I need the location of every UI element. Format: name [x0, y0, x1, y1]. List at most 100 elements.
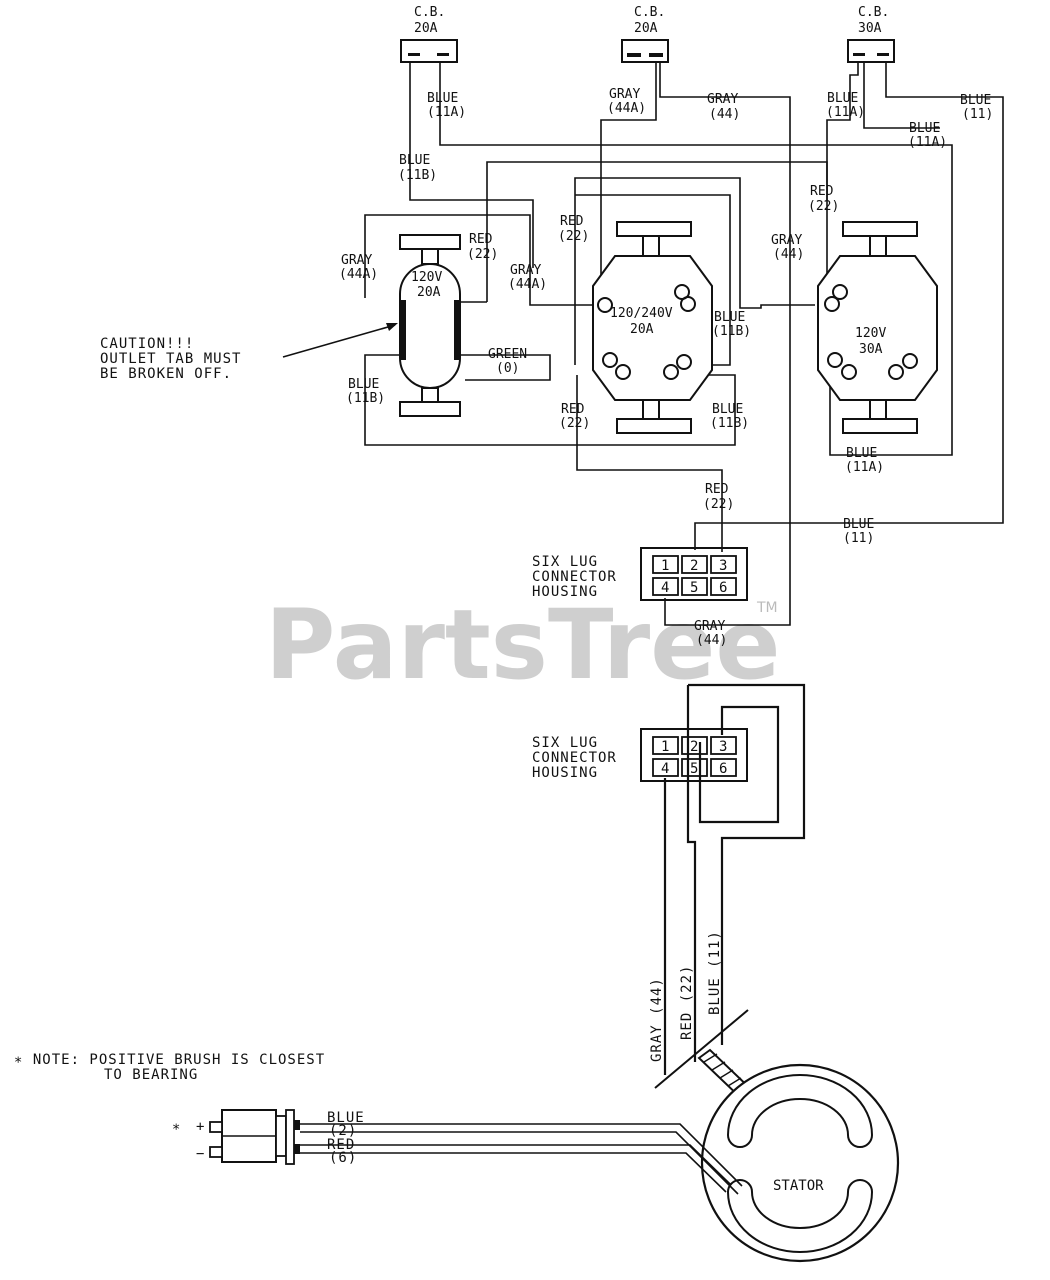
cb1-rating: 20A — [414, 21, 438, 36]
lug-number: 6 — [719, 761, 728, 777]
watermark-tm: TM — [756, 600, 778, 616]
stator: STATOR — [700, 1063, 900, 1263]
connector-upper-line-3: HOUSING — [532, 584, 598, 600]
wire-label-code: (11A) — [845, 460, 884, 475]
twist120-volts: 120V — [855, 326, 886, 341]
wire-label-code: (22) — [703, 497, 734, 512]
wire-label-color: BLUE — [846, 446, 877, 461]
watermark: PartsTree TM — [265, 589, 780, 701]
wire-label-code: (22) — [467, 247, 498, 262]
circuit-breaker-3: C.B. 30A — [847, 5, 895, 63]
wire-label-color: GRAY — [707, 92, 738, 107]
caution-line-1: CAUTION!!! — [100, 336, 194, 352]
connector-upper-line-1: SIX LUG — [532, 554, 598, 570]
wire-label-code: (44) — [696, 633, 727, 648]
wire-label-code: (11A) — [826, 105, 865, 120]
duplex-outlet: 120V 20A — [399, 234, 461, 417]
cb2-rating: 20A — [634, 21, 658, 36]
wire-label-color: RED — [560, 214, 584, 229]
wire-label-code: (22) — [808, 199, 839, 214]
wire-label-color: GRAY — [694, 619, 725, 634]
wire-label-color: BLUE — [399, 153, 430, 168]
cb2-label: C.B. — [634, 5, 665, 20]
wire-label-color: BLUE — [843, 517, 874, 532]
lug-number: 4 — [661, 761, 670, 777]
lug-number: 2 — [690, 739, 699, 755]
wire-label-color: RED — [561, 402, 585, 417]
connector-lower-line-1: SIX LUG — [532, 735, 598, 751]
wire-label-code: (44A) — [607, 101, 646, 116]
twist120-amps: 30A — [859, 342, 883, 357]
cb1-label: C.B. — [414, 5, 445, 20]
wire-label-color: BLUE — [427, 91, 458, 106]
wire-label-code: (11B) — [398, 168, 437, 183]
twist240-amps: 20A — [630, 322, 654, 337]
wire-label-code: (11) — [962, 107, 993, 122]
brush-blue-color: BLUE — [327, 1110, 365, 1126]
lug-number: 5 — [690, 580, 699, 596]
caution-note: CAUTION!!! OUTLET TAB MUST BE BROKEN OFF… — [100, 336, 241, 382]
wire-label-color: BLUE — [712, 402, 743, 417]
lug-number: 2 — [690, 558, 699, 574]
connector-housing-lower: SIX LUG CONNECTOR HOUSING 1 2 3 4 5 6 — [532, 728, 748, 782]
twist-outlet-120v: 120V 30A — [817, 221, 938, 434]
brush-red-code: (6) — [329, 1150, 357, 1166]
lug-number: 1 — [661, 739, 670, 755]
wire-label-code: (22) — [559, 416, 590, 431]
wire-label-color: BLUE — [714, 310, 745, 325]
wiring — [282, 62, 1004, 626]
circuit-breaker-1: C.B. 20A — [400, 5, 458, 63]
wire-label-color: RED — [469, 232, 493, 247]
caution-line-3: BE BROKEN OFF. — [100, 366, 232, 382]
lug-number: 5 — [690, 761, 699, 777]
lug-number: 3 — [719, 558, 728, 574]
wire-label-code: (44) — [773, 247, 804, 262]
stator-leads: GRAY (44) RED (22) BLUE (11) — [649, 683, 806, 1104]
wire-label-color: BLUE — [909, 121, 940, 136]
brush-wiring — [300, 1123, 743, 1195]
lug-number: 3 — [719, 739, 728, 755]
wire-label-code: (44A) — [339, 267, 378, 282]
lead-label-red: RED (22) — [679, 965, 695, 1040]
duplex-volts: 120V — [411, 270, 442, 285]
brush-star: ∗ — [172, 1119, 181, 1135]
note-line-2: TO BEARING — [104, 1067, 198, 1083]
brush-red-color: RED — [327, 1137, 355, 1153]
wire-labels: BLUE (11A) GRAY (44A) GRAY (44) BLUE (11… — [339, 87, 993, 648]
stator-label: STATOR — [773, 1178, 824, 1194]
watermark-text: PartsTree — [265, 589, 780, 701]
twist-outlet-240v: 120/240V 20A — [592, 221, 713, 434]
brush-plus: + — [196, 1119, 205, 1135]
wire-label-code: (0) — [496, 361, 519, 376]
wire-label-code: (44A) — [508, 277, 547, 292]
connector-lower-line-2: CONNECTOR — [532, 750, 617, 766]
wire-label-color: GRAY — [510, 263, 541, 278]
connector-lower-line-3: HOUSING — [532, 765, 598, 781]
duplex-amps: 20A — [417, 285, 441, 300]
circuit-breaker-2: C.B. 20A — [621, 5, 669, 63]
twist240-volts: 120/240V — [610, 306, 673, 321]
wire-label-color: BLUE — [827, 91, 858, 106]
caution-line-2: OUTLET TAB MUST — [100, 351, 241, 367]
wire-label-color: BLUE — [348, 377, 379, 392]
wire-label-color: GRAY — [609, 87, 640, 102]
wire-label-color: GRAY — [771, 233, 802, 248]
wire-label-color: GREEN — [488, 347, 527, 362]
lead-label-blue: BLUE (11) — [707, 930, 723, 1015]
wire-label-code: (11B) — [712, 324, 751, 339]
connector-housing-upper: SIX LUG CONNECTOR HOUSING 1 2 3 4 5 6 — [532, 547, 748, 601]
brush-assembly: ∗ + − BLUE (2) RED (6) — [172, 1109, 365, 1166]
brush-note: ∗ NOTE: POSITIVE BRUSH IS CLOSEST TO BEA… — [14, 1052, 325, 1083]
wire-label-color: GRAY — [341, 253, 372, 268]
wire-label-code: (11A) — [908, 135, 947, 150]
cb3-rating: 30A — [858, 21, 882, 36]
wire-label-code: (11A) — [427, 105, 466, 120]
wire-label-color: RED — [810, 184, 834, 199]
cb3-label: C.B. — [858, 5, 889, 20]
note-line-1: ∗ NOTE: POSITIVE BRUSH IS CLOSEST — [14, 1052, 325, 1068]
wire-label-code: (22) — [558, 229, 589, 244]
lug-number: 6 — [719, 580, 728, 596]
brush-blue-code: (2) — [329, 1123, 357, 1139]
brush-minus: − — [196, 1146, 205, 1162]
